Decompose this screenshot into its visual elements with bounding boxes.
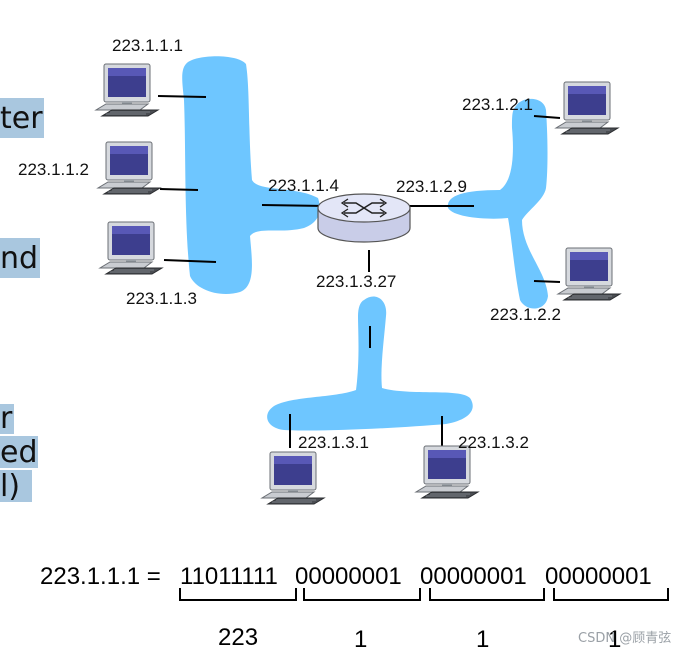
binary-breakdown: 223.1.1.1 = 11011111 00000001 00000001 0…: [40, 563, 669, 653]
ip-label-223-1-1-2: 223.1.1.2: [18, 160, 89, 179]
fragment-ter: ter: [0, 101, 43, 136]
binary-octet-3: 00000001: [420, 563, 527, 590]
binary-lhs: 223.1.1.1 =: [40, 563, 161, 590]
ip-label-223-1-2-1: 223.1.2.1: [462, 95, 533, 114]
subnet-3-link: [267, 296, 473, 431]
fragment-ed: ed: [0, 435, 38, 470]
decimal-octet-4: 1: [608, 626, 621, 653]
octet-1-bracket: [179, 588, 297, 601]
fragment-bg: [0, 436, 38, 468]
router-icon: [317, 193, 411, 243]
watermark: CSDN @顾青弦: [578, 630, 671, 646]
host-223-1-2-1-computer-icon: [555, 81, 619, 135]
fragment-bg: [0, 98, 44, 138]
decimal-octet-1: 223: [218, 624, 258, 651]
host-223-1-3-2-computer-icon: [415, 445, 479, 499]
fragment-bg: [0, 238, 40, 278]
fragment-bg: [0, 470, 32, 502]
binary-octet-1: 11011111: [180, 563, 278, 590]
ip-label-223-1-2-9: 223.1.2.9: [396, 177, 467, 196]
left-text-fragments: ter nd r ed l): [0, 98, 44, 504]
octet-3-bracket: [429, 588, 545, 601]
decimal-octet-3: 1: [476, 626, 489, 653]
host-223-1-1-1-computer-icon: [95, 63, 159, 117]
subnet-1-wires: [157, 95, 327, 263]
host-223-1-2-2-computer-icon: [557, 247, 621, 301]
host-223-1-1-2-computer-icon: [97, 141, 161, 195]
ip-label-223-1-1-1: 223.1.1.1: [112, 36, 183, 55]
host-223-1-3-1-computer-icon: [261, 451, 325, 505]
octet-2-bracket: [303, 588, 421, 601]
ip-label-223-1-3-27: 223.1.3.27: [316, 272, 396, 291]
ip-label-223-1-1-4: 223.1.1.4: [268, 176, 339, 195]
fragment-bg: [0, 404, 14, 434]
ip-label-223-1-3-2: 223.1.3.2: [458, 433, 529, 452]
ip-label-223-1-3-1: 223.1.3.1: [298, 433, 369, 452]
subnet-2-wires: [406, 115, 561, 283]
ip-label-223-1-1-3: 223.1.1.3: [126, 289, 197, 308]
fragment-nd: nd: [0, 241, 38, 276]
ip-label-223-1-2-2: 223.1.2.2: [490, 305, 561, 324]
fragment-r: r: [0, 401, 13, 436]
octet-4-bracket: [553, 588, 669, 601]
subnet-3-wires: [289, 250, 443, 448]
decimal-octet-2: 1: [354, 626, 367, 653]
binary-octet-2: 00000001: [295, 563, 402, 590]
subnet-2-link: [447, 98, 548, 309]
fragment-l: l): [0, 469, 20, 504]
subnet-1-link: [182, 56, 320, 295]
binary-octet-4: 00000001: [545, 563, 652, 590]
host-223-1-1-3-computer-icon: [99, 221, 163, 275]
